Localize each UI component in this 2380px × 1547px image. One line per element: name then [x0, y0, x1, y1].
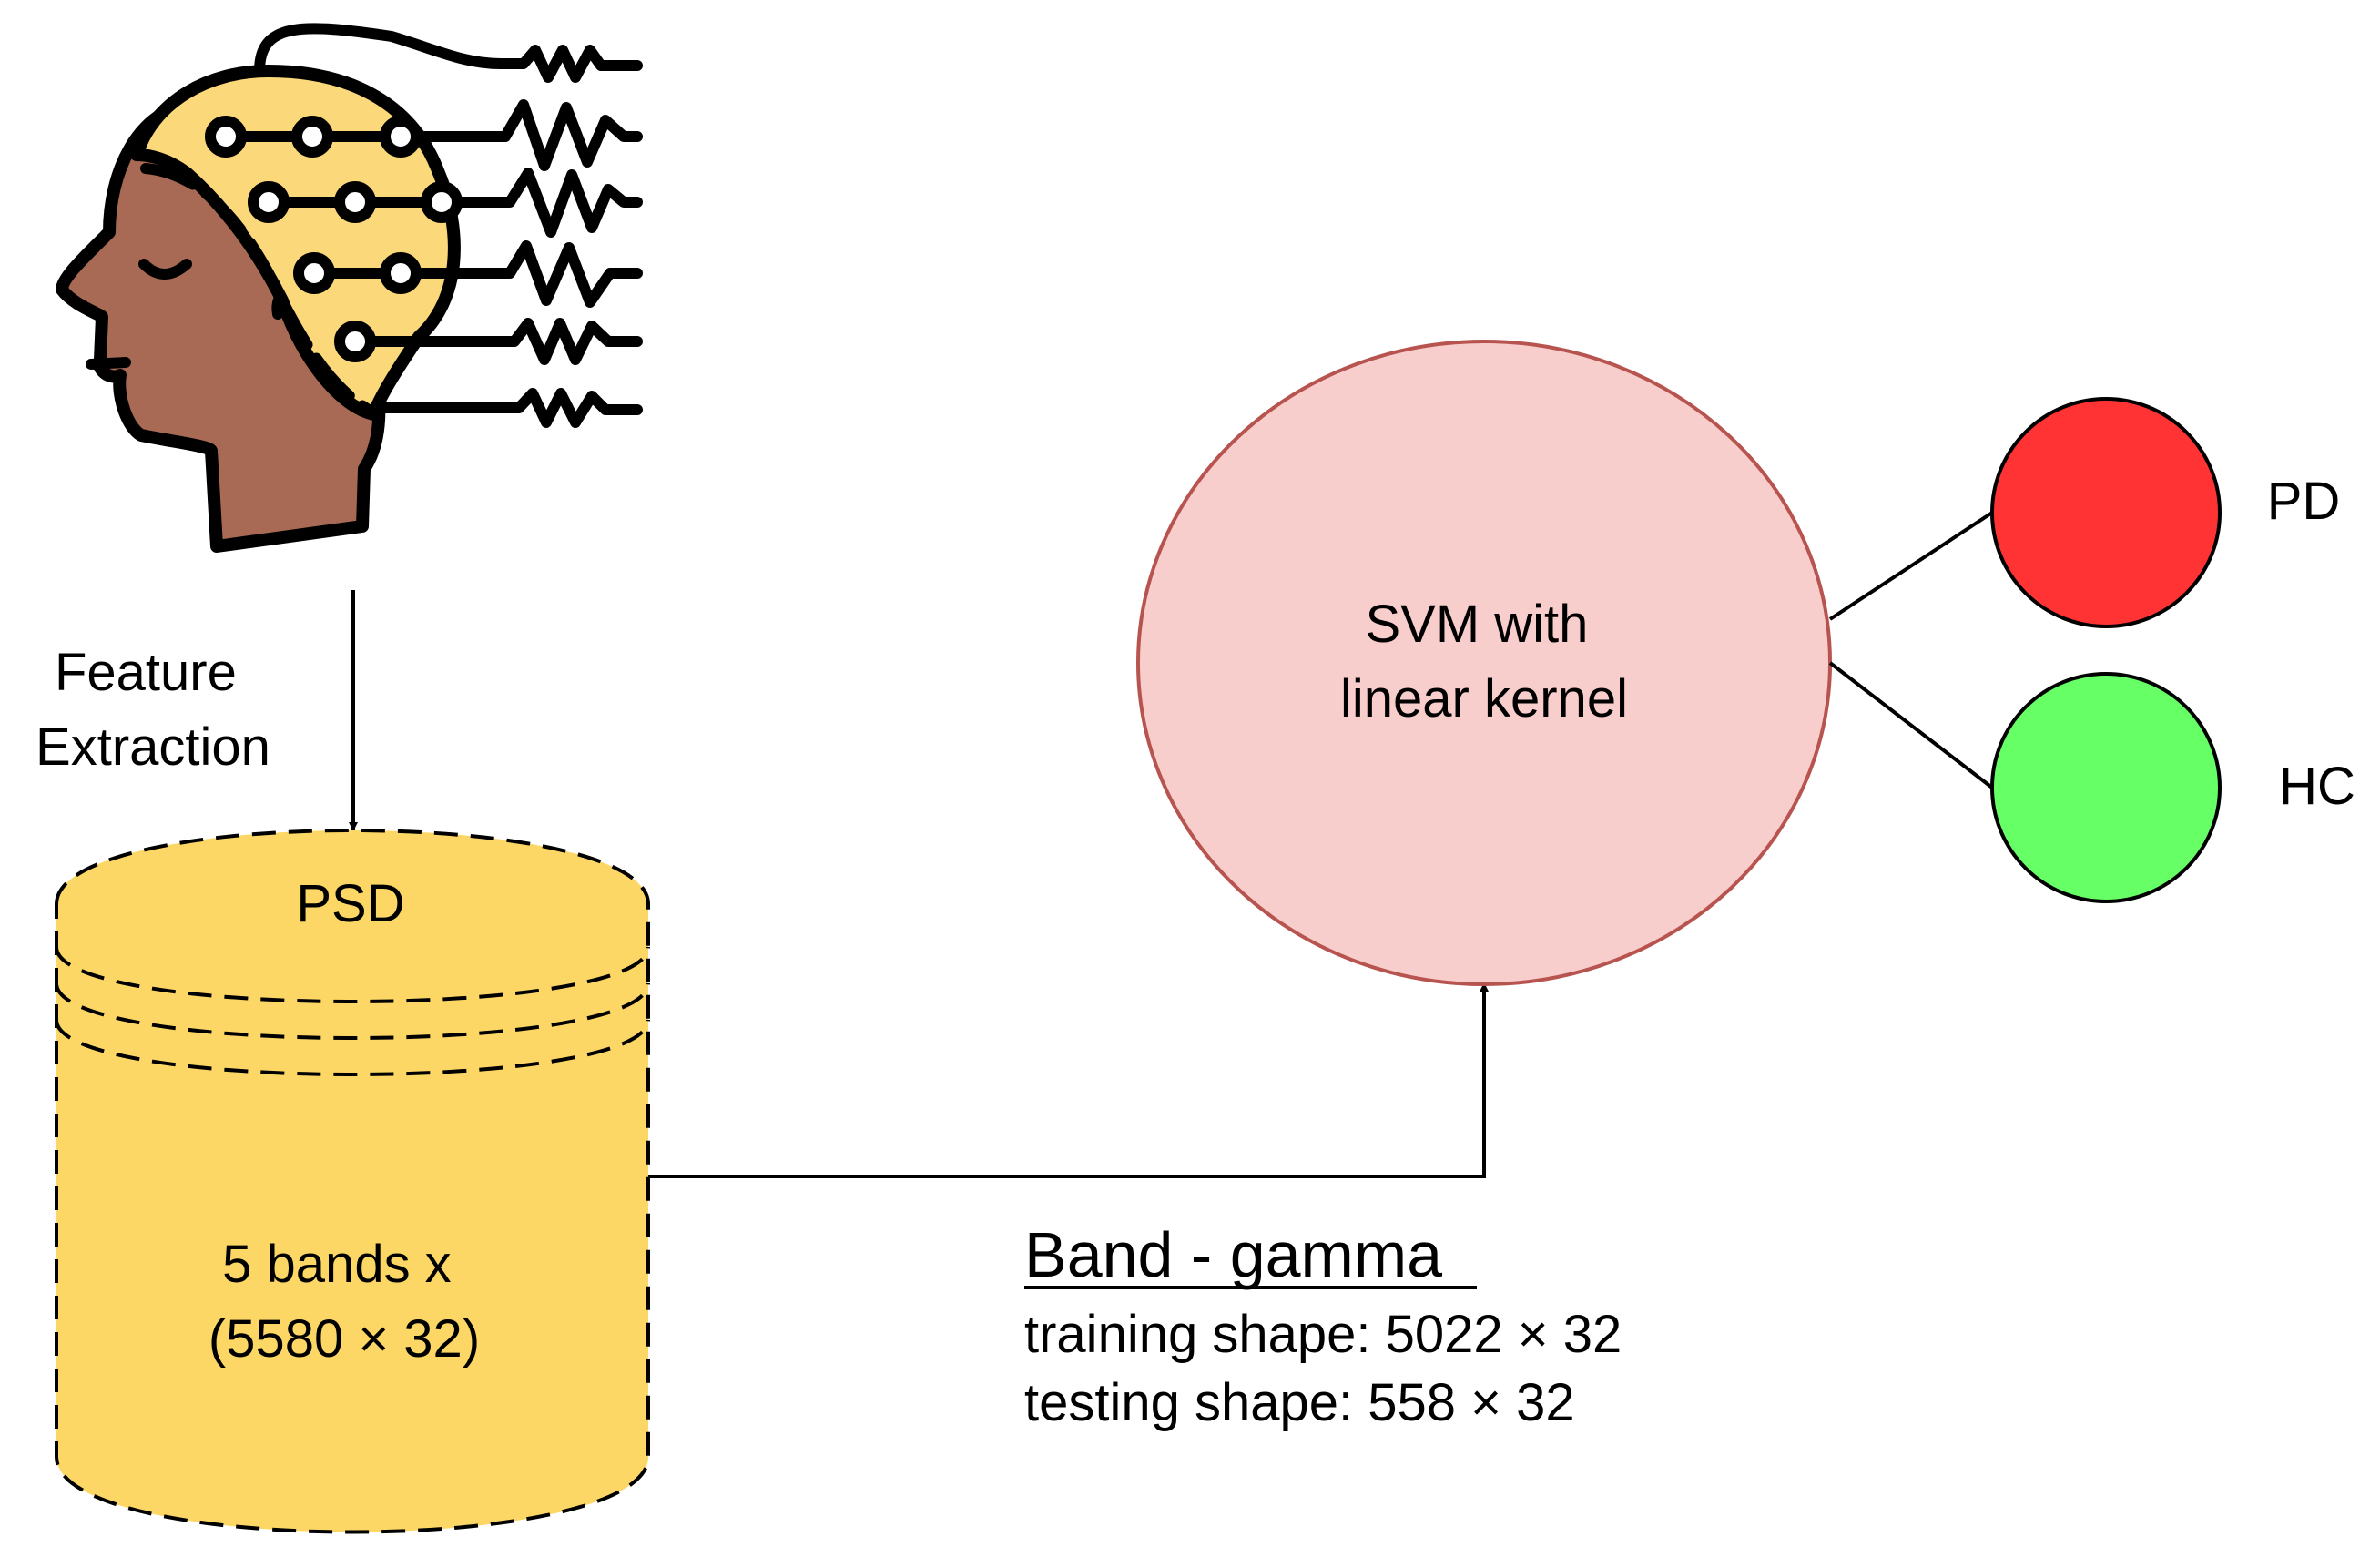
svg-text:5 bands x (5580 × 32): 5 bands x (5580 × 32): [209, 1235, 480, 1369]
feature-extraction-label: Extraction: [36, 718, 270, 777]
pd-node: [1990, 397, 2222, 628]
testing-shape: testing shape: 558 × 32: [1024, 1373, 1575, 1432]
training-shape: training shape: 5022 × 32: [1024, 1305, 1622, 1364]
electrode: [380, 252, 422, 294]
pd-label: PD: [2267, 472, 2341, 531]
feature-extraction-label: Feature: [55, 643, 237, 702]
band-title: Band - gamma: [1024, 1219, 1442, 1290]
electrode: [421, 181, 463, 223]
svm-node: [1136, 340, 1832, 986]
data-flow-arrow: [648, 982, 1489, 1178]
electrodes: [205, 116, 463, 362]
svg-text:SVM with linear kernel: SVM with linear kernel: [1340, 595, 1628, 728]
electrode: [291, 116, 333, 158]
svm-label: linear kernel: [1340, 669, 1628, 728]
eeg-head-icon: [56, 23, 643, 553]
database-title: PSD: [296, 874, 404, 933]
hc-node: [1990, 672, 2222, 903]
eeg-signal-waves: [486, 45, 643, 428]
closed-eye: [138, 259, 192, 280]
database-description: 5 bands x: [222, 1235, 452, 1294]
database-body: [55, 829, 650, 1534]
hc-label: HC: [2279, 757, 2355, 816]
electrode: [248, 181, 290, 223]
svg-text:Feature Extraction: Feature Extraction: [36, 643, 270, 777]
electrode: [380, 116, 422, 158]
electrode: [334, 181, 376, 223]
svm-to-pd-connector: [1828, 511, 1994, 621]
electrode: [293, 252, 335, 294]
electrode: [205, 116, 247, 158]
psd-database: [55, 829, 650, 1534]
electrode: [334, 321, 376, 362]
svm-label: SVM with: [1365, 595, 1588, 654]
database-description: (5580 × 32): [209, 1309, 480, 1369]
svm-to-hc-connector: [1828, 661, 1994, 789]
